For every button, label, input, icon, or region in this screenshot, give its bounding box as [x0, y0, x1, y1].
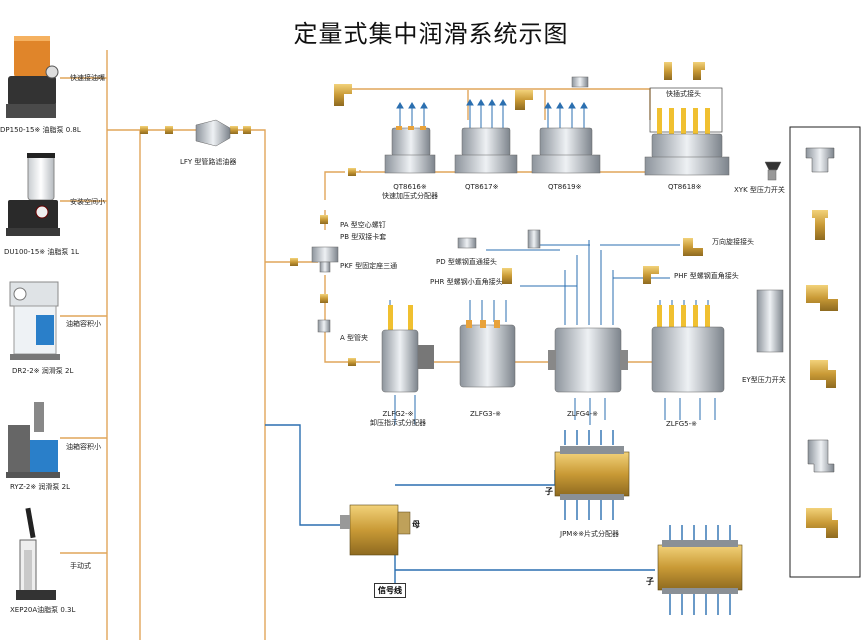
distributor-zlfg3 [459, 320, 516, 388]
label-jpm: JPM※※片式分配器 [560, 530, 620, 538]
label-phf: PHF 型螺钢直角接头 [674, 272, 739, 280]
label-qt8618: QT8618※ [668, 183, 702, 191]
label-zlfg5: ZLFG5-※ [666, 420, 697, 428]
pump-du100 [6, 153, 60, 236]
pump-xep20a [16, 507, 56, 600]
pump-ryz2 [6, 402, 60, 478]
distributor-zlfg2 [381, 305, 434, 393]
label-quick-connector: 快插式接头 [666, 90, 701, 98]
label-ey: EY型压力开关 [742, 376, 786, 384]
label-xyk: XYK 型压力开关 [734, 186, 785, 194]
pump-label-ryz2: RYZ-2※ 润滑泵 2L [10, 483, 71, 491]
label-pkf: PKF 型固定座三通 [340, 262, 398, 270]
pump-label-du100: DU100-15※ 油脂泵 1L [4, 248, 79, 256]
pump-dr2 [9, 281, 60, 360]
label-zlfg3: ZLFG3-※ [470, 410, 501, 418]
block-distributor-lower [657, 540, 743, 594]
pump-label-dr2: DR2-2※ 润滑泵 2L [12, 367, 74, 375]
label-pd: PD 型螺钢直通接头 [436, 258, 497, 266]
distributor-zlfg5 [651, 305, 725, 393]
brass-fittings [140, 62, 705, 366]
label-a-clamp: A 型管夹 [340, 334, 369, 342]
label-pa: PA 型空心螺钉 [340, 221, 386, 229]
label-qt8616-model: QT8616※ [393, 183, 427, 191]
fittings-panel [789, 126, 861, 578]
distributor-qt8618 [644, 87, 730, 176]
block-distributor-jpm-upper [554, 446, 630, 500]
label-wanxiang: 万向旋接接头 [712, 238, 754, 246]
label-zlfg2-sub: 卸压指示式分配器 [370, 419, 426, 427]
distributor-qt8619 [531, 127, 601, 174]
block-distributor-mother [340, 504, 411, 556]
label-qt8619: QT8619※ [548, 183, 582, 191]
pump-note-xep20a: 手动式 [70, 562, 91, 570]
label-qt8617: QT8617※ [465, 183, 499, 191]
distributor-zlfg4 [548, 327, 628, 393]
pump-dp150 [6, 36, 59, 118]
page-title: 定量式集中润滑系统示图 [293, 20, 569, 48]
pump-note-ryz2: 油箱容积小 [66, 443, 101, 451]
distributor-qt8616 [384, 126, 436, 174]
pump-note-du100: 安装空间小 [70, 198, 105, 206]
pump-label-xep20a: XEP20A油脂泵 0.3L [10, 606, 76, 614]
pump-label-dp150: DP150-15※ 油脂泵 0.8L [0, 126, 81, 134]
pump-note-dr2: 油箱容积小 [66, 320, 101, 328]
label-pb: PB 型双接卡套 [340, 233, 387, 241]
label-mu: 母 [412, 520, 420, 529]
label-phr: PHR 型螺钢小直角接头 [430, 278, 503, 286]
label-zlfg4: ZLFG4-※ [567, 410, 598, 418]
label-qt8616-sub: 快速加压式分配器 [382, 192, 438, 200]
silver-fittings [195, 76, 784, 353]
outlet-arrows-top [396, 99, 709, 130]
label-zi-lower: 子 [646, 577, 654, 586]
label-signal-wire: 信号线 [374, 583, 406, 598]
label-qt8616: QT8616※快速加压式分配器 [382, 183, 438, 201]
label-lfy: LFY 型管路滤油器 [180, 158, 237, 166]
label-zlfg2: ZLFG2-※卸压指示式分配器 [370, 410, 426, 428]
pump-note-dp150: 快速接油嘴 [70, 74, 105, 82]
label-zlfg2-model: ZLFG2-※ [382, 410, 414, 418]
distributor-qt8617 [454, 127, 518, 174]
label-zi-upper: 子 [545, 487, 553, 496]
